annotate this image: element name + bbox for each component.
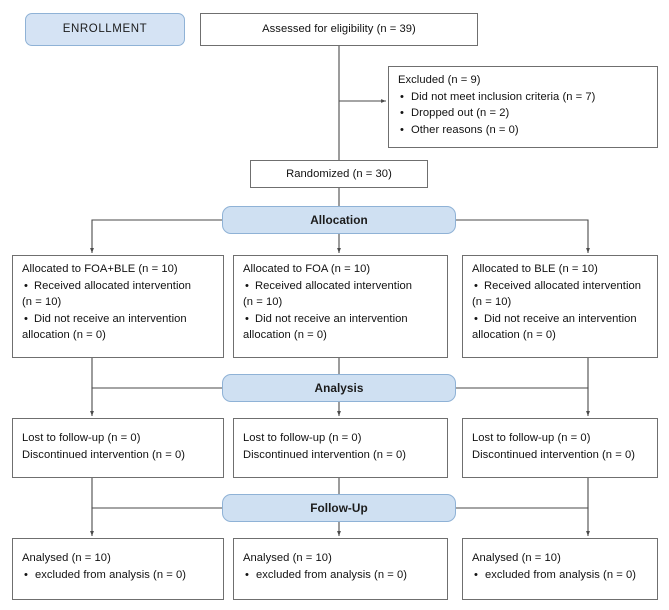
box-allocation-group-1: Allocated to FOA+BLE (n = 10) Received a… <box>12 255 224 358</box>
box-lost-group-1: Lost to follow-up (n = 0) Discontinued i… <box>12 418 224 478</box>
analysed-list-3: excluded from analysis (n = 0) <box>472 567 648 584</box>
discontinued-text-3: Discontinued intervention (n = 0) <box>472 448 636 461</box>
received-line-2: (n = 10) <box>472 296 512 308</box>
phase-bar-analysis-text: Analysis <box>314 380 364 395</box>
list-item: Did not meet inclusion criteria (n = 7) <box>398 89 648 106</box>
allocation-group-2-list: Received allocated intervention (n = 10)… <box>243 278 438 344</box>
received-line-2: (n = 10) <box>22 296 62 308</box>
connector-analysis-to-lost-1 <box>90 387 222 416</box>
analysed-text-2: Analysed (n = 10) <box>243 552 332 564</box>
phase-bar-analysis: Analysis <box>222 374 456 402</box>
lost-text-1: Lost to follow-up (n = 0) <box>22 432 141 444</box>
connector-followup-to-analysed-1 <box>90 507 222 536</box>
allocation-group-1-list: Received allocated intervention (n = 10)… <box>22 278 214 344</box>
list-item: Did not receive an intervention allocati… <box>243 311 438 344</box>
box-allocation-group-2: Allocated to FOA (n = 10) Received alloc… <box>233 255 448 358</box>
not-received-line-2: allocation (n = 0) <box>243 329 327 341</box>
excluded-title: Excluded (n = 9) <box>398 74 481 86</box>
phase-bar-allocation: Allocation <box>222 206 456 234</box>
list-item: Dropped out (n = 2) <box>398 105 648 122</box>
list-item: Received allocated intervention (n = 10) <box>22 278 214 311</box>
lost-text-3: Lost to follow-up (n = 0) <box>472 432 591 444</box>
lost-text-2: Lost to follow-up (n = 0) <box>243 432 362 444</box>
analysed-text-1: Analysed (n = 10) <box>22 552 111 564</box>
received-line-1: Received allocated intervention <box>255 279 413 292</box>
not-received-line-2: allocation (n = 0) <box>22 329 106 341</box>
connector-lost-1-to-followup <box>91 478 222 509</box>
connector-followup-to-analysed-3 <box>456 507 590 536</box>
not-received-line-2: allocation (n = 0) <box>472 329 556 341</box>
phase-bar-followup-text: Follow-Up <box>310 500 368 515</box>
analysed-list-1: excluded from analysis (n = 0) <box>22 567 214 584</box>
box-analysed-group-2: Analysed (n = 10) excluded from analysis… <box>233 538 448 600</box>
phase-bar-followup: Follow-Up <box>222 494 456 522</box>
connector-group-1-to-analysis <box>91 358 222 389</box>
phase-label-enrollment: ENROLLMENT <box>25 13 185 46</box>
connector-group-3-to-analysis <box>456 358 589 389</box>
list-item: Received allocated intervention (n = 10) <box>472 278 648 311</box>
box-allocation-group-3: Allocated to BLE (n = 10) Received alloc… <box>462 255 658 358</box>
box-excluded: Excluded (n = 9) Did not meet inclusion … <box>388 66 658 148</box>
phase-bar-allocation-text: Allocation <box>310 212 368 227</box>
box-assessed-for-eligibility: Assessed for eligibility (n = 39) <box>200 13 478 46</box>
list-item: Received allocated intervention (n = 10) <box>243 278 438 311</box>
allocation-group-3-title: Allocated to BLE (n = 10) <box>472 263 598 275</box>
phase-label-enrollment-text: ENROLLMENT <box>62 23 148 36</box>
list-item: Did not receive an intervention allocati… <box>22 311 214 344</box>
list-item: excluded from analysis (n = 0) <box>472 567 648 584</box>
box-analysed-group-1: Analysed (n = 10) excluded from analysis… <box>12 538 224 600</box>
allocation-group-1-title: Allocated to FOA+BLE (n = 10) <box>22 263 178 275</box>
received-line-1: Received allocated intervention <box>484 279 642 292</box>
discontinued-text-2: Discontinued intervention (n = 0) <box>243 448 407 461</box>
received-line-2: (n = 10) <box>243 296 283 308</box>
list-item: excluded from analysis (n = 0) <box>243 567 438 584</box>
connector-allocation-to-group-1 <box>90 219 222 253</box>
allocation-group-3-list: Received allocated intervention (n = 10)… <box>472 278 648 344</box>
box-lost-group-2: Lost to follow-up (n = 0) Discontinued i… <box>233 418 448 478</box>
not-received-line-1: Did not receive an intervention <box>255 312 408 325</box>
assessed-text: Assessed for eligibility (n = 39) <box>262 23 416 36</box>
box-analysed-group-3: Analysed (n = 10) excluded from analysis… <box>462 538 658 600</box>
connector-allocation-to-group-3 <box>456 219 590 253</box>
list-item: excluded from analysis (n = 0) <box>22 567 214 584</box>
connector-lost-3-to-followup <box>456 478 589 509</box>
box-randomized: Randomized (n = 30) <box>250 160 428 188</box>
list-item: Did not receive an intervention allocati… <box>472 311 648 344</box>
randomized-text: Randomized (n = 30) <box>286 167 392 180</box>
analysed-text-3: Analysed (n = 10) <box>472 552 561 564</box>
not-received-line-1: Did not receive an intervention <box>34 312 187 325</box>
excluded-reason-list: Did not meet inclusion criteria (n = 7) … <box>398 89 648 139</box>
allocation-group-2-title: Allocated to FOA (n = 10) <box>243 263 371 275</box>
not-received-line-1: Did not receive an intervention <box>484 312 637 325</box>
box-lost-group-3: Lost to follow-up (n = 0) Discontinued i… <box>462 418 658 478</box>
analysed-list-2: excluded from analysis (n = 0) <box>243 567 438 584</box>
discontinued-text-1: Discontinued intervention (n = 0) <box>22 448 186 461</box>
list-item: Other reasons (n = 0) <box>398 122 648 139</box>
connector-analysis-to-lost-3 <box>456 387 590 416</box>
received-line-1: Received allocated intervention <box>34 279 192 292</box>
